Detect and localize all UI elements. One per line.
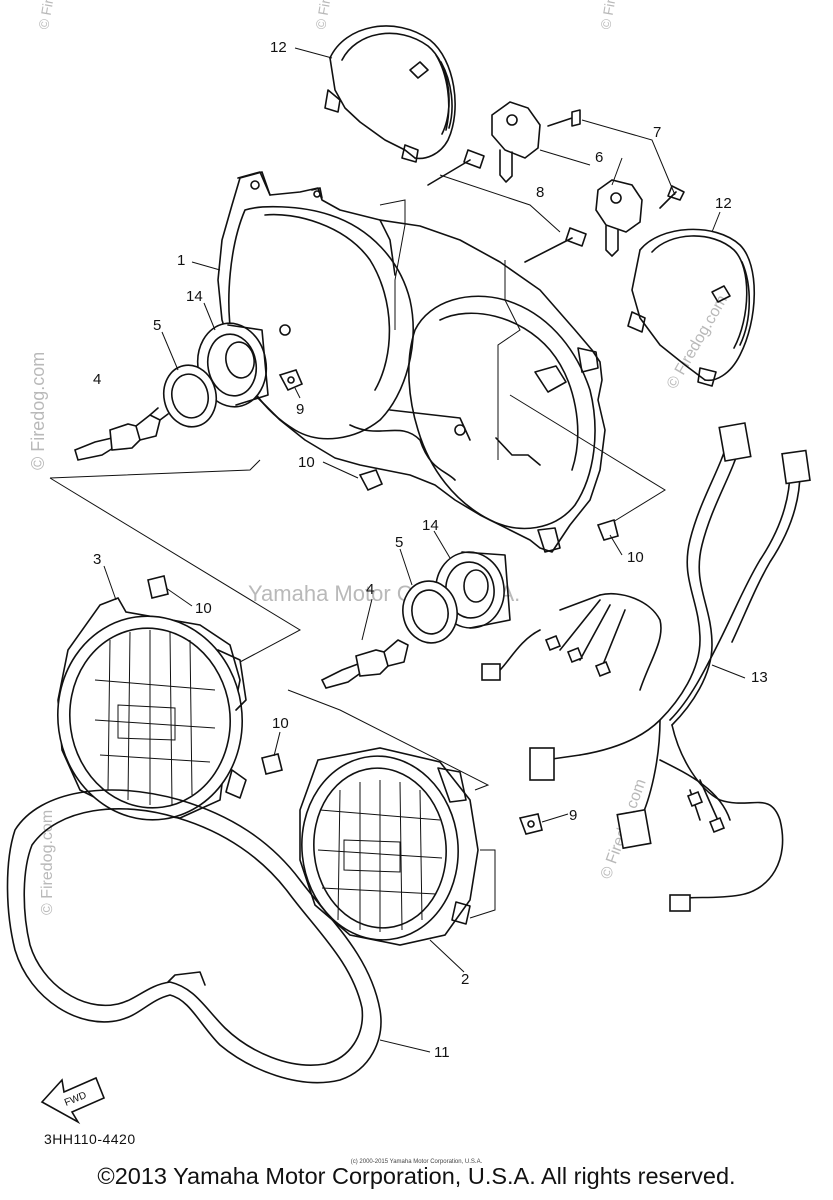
callout-4-upper: 4 <box>93 371 101 388</box>
drawing-code: 3HH110-4420 <box>44 1131 136 1147</box>
nut-part-10 <box>147 469 619 775</box>
callout-12-right: 12 <box>715 195 732 212</box>
ring-part-5-upper <box>162 364 218 428</box>
callout-leaders <box>103 47 746 1053</box>
callout-9-upper: 9 <box>296 401 304 418</box>
callout-10-c: 10 <box>195 600 212 617</box>
callout-14-upper: 14 <box>186 288 203 305</box>
callout-13: 13 <box>751 669 768 686</box>
bezel-part-11 <box>6 789 382 1084</box>
callout-5-lower: 5 <box>395 534 403 551</box>
watermark-text: © Firedog.com <box>312 0 344 31</box>
callout-5-upper: 5 <box>153 317 161 334</box>
bulb-part-4-lower <box>320 639 409 689</box>
callout-4-lower: 4 <box>366 581 374 598</box>
watermark-text: © Firedog.com <box>597 0 629 31</box>
callout-10-b: 10 <box>627 549 644 566</box>
callout-14-lower: 14 <box>422 517 439 534</box>
callout-7: 7 <box>653 124 661 141</box>
bracket-part-6 <box>491 101 643 257</box>
mini-copyright: (c) 2000-2015 Yamaha Motor Corporation, … <box>350 1159 483 1165</box>
callout-2: 2 <box>461 971 469 988</box>
ring-part-5-lower <box>402 580 458 644</box>
callout-9-lower: 9 <box>569 807 577 824</box>
callout-8: 8 <box>536 184 544 201</box>
watermark-text: © Firedog.com <box>39 810 56 915</box>
grommet-part-9-lower <box>518 813 543 835</box>
leader-lines-bolts <box>439 119 676 233</box>
callout-3: 3 <box>93 551 101 568</box>
callout-6: 6 <box>595 149 603 166</box>
guide-lines-lower <box>287 689 496 919</box>
fwd-arrow: FWD <box>40 1076 106 1125</box>
watermark-text: © Firedog.com <box>35 0 67 31</box>
callout-1: 1 <box>177 252 185 269</box>
callout-10-a: 10 <box>298 454 315 471</box>
rim-part-12-right <box>627 228 756 387</box>
bolts-part-7-8 <box>427 109 685 263</box>
headlight-part-2 <box>299 747 479 946</box>
guide-lines-upper <box>49 199 666 663</box>
rim-part-12-upper <box>324 25 456 163</box>
callout-12-upper: 12 <box>270 39 287 56</box>
headlight-part-3 <box>56 597 247 821</box>
grommet-part-9-upper <box>278 369 304 392</box>
bulb-part-4-upper <box>74 407 169 461</box>
copyright-footer: ©2013 Yamaha Motor Corporation, U.S.A. A… <box>97 1163 736 1189</box>
callout-11: 11 <box>434 1044 450 1061</box>
harness-part-13 <box>481 422 811 912</box>
housing-part-1 <box>217 171 606 553</box>
callout-numbers: 1 2 3 4 4 5 5 6 7 8 9 9 10 10 10 10 11 1… <box>93 39 768 1061</box>
watermark-text: © Firedog.com <box>28 352 48 470</box>
callout-10-d: 10 <box>272 715 289 732</box>
